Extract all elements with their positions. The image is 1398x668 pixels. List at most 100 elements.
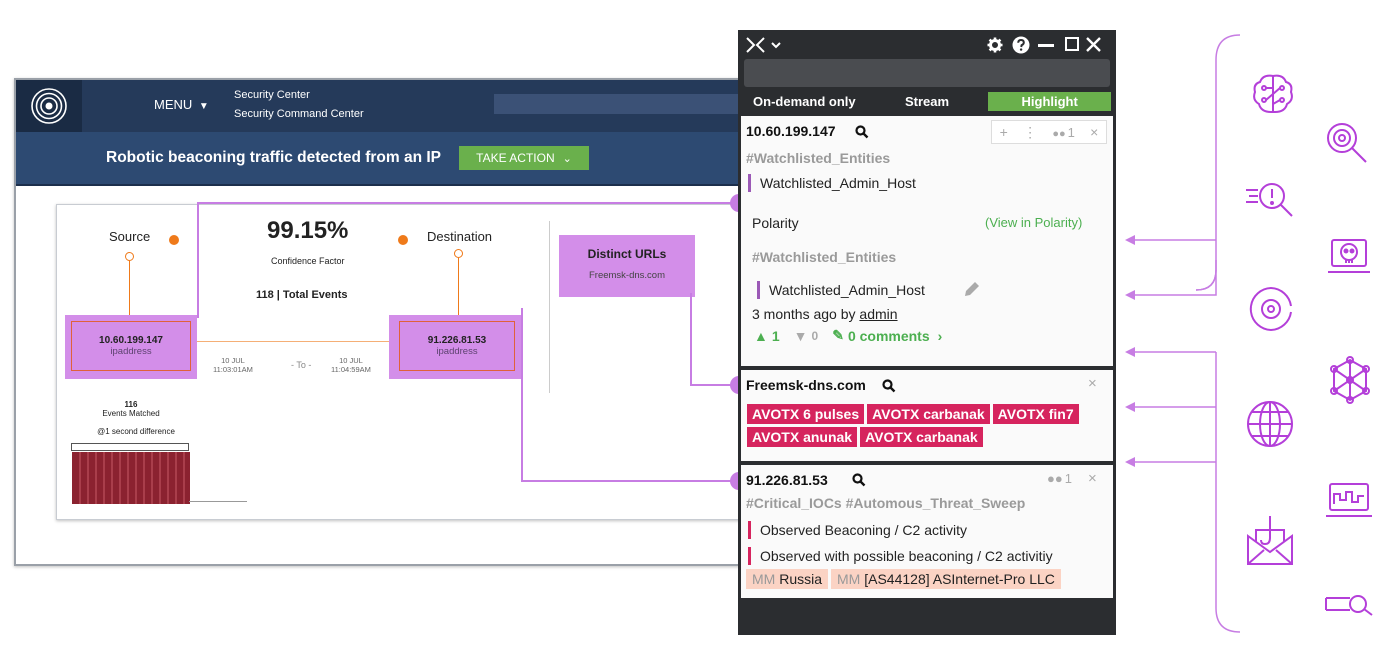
source-ip: 10.60.199.147 [99, 335, 163, 346]
search-icon[interactable] [852, 473, 866, 487]
overlay-titlebar [738, 30, 1116, 60]
minimize-icon[interactable] [1038, 44, 1054, 47]
annotation-author[interactable]: admin [859, 306, 898, 322]
ai-brain-icon [1253, 74, 1293, 113]
annotation-item: Observed Beaconing / C2 activity [748, 521, 967, 539]
histogram-scale [71, 443, 189, 451]
tag-pill[interactable]: AVOTX carbanak [860, 427, 983, 447]
tag-pill[interactable]: AVOTX 6 pulses [747, 404, 865, 424]
events-matched: 116 Events Matched [91, 400, 171, 418]
annotation-bar [748, 174, 751, 192]
maximize-icon[interactable] [1065, 37, 1079, 51]
annotation-text: Watchlisted_Admin_Host [760, 175, 916, 191]
close-icon[interactable]: × [1088, 470, 1097, 487]
polarity-logo-icon[interactable] [746, 36, 786, 54]
source-highlight [65, 315, 197, 379]
app-title-line1: Security Center [234, 89, 310, 101]
overlay-search-input[interactable] [744, 59, 1110, 87]
distinct-urls-title: Distinct URLs [587, 247, 667, 261]
integration-name: Polarity [752, 215, 799, 231]
user-count: 1 [1064, 471, 1072, 486]
total-events: 118 | Total Events [256, 289, 348, 301]
target-search-icon [1327, 123, 1367, 163]
view-in-polarity-link[interactable]: (View in Polarity) [985, 215, 1083, 230]
tab-highlight[interactable]: Highlight [988, 92, 1112, 111]
annotation-text: Observed Beaconing / C2 activity [760, 522, 967, 538]
destination-type: ipaddress [436, 346, 478, 357]
pencil-icon[interactable] [963, 280, 981, 298]
upvote-count: 1 [771, 327, 780, 344]
entity-title: 10.60.199.147 [746, 123, 836, 139]
card-toolbar: + ⋮ ●●1 × [991, 120, 1107, 144]
destination-pin [454, 249, 463, 258]
geo-tag[interactable]: MM [AS44128] ASInternet-Pro LLC [831, 569, 1061, 589]
plus-icon[interactable]: + [999, 124, 1008, 140]
comments-icon: ✎ [832, 327, 844, 343]
close-icon[interactable]: × [1088, 375, 1097, 392]
time-from: 10 JUL 11:03:01AM [213, 356, 253, 374]
target-logo-icon [31, 88, 67, 124]
annotation-text: Watchlisted_Admin_Host [769, 282, 925, 298]
menu-label: MENU [154, 97, 193, 112]
tag-line: #Watchlisted_Entities [746, 150, 891, 166]
global-search-input[interactable] [494, 94, 744, 114]
users-icon[interactable]: ●●1 [1052, 124, 1075, 140]
time-from-date: 10 JUL [221, 356, 245, 365]
confidence-value: 99.15% [267, 217, 349, 244]
events-matched-label: Events Matched [102, 409, 160, 418]
overlay-tabs: On-demand only Stream Highlight [743, 92, 1112, 111]
geo-country: Russia [779, 571, 823, 587]
distinct-urls-box[interactable]: Distinct URLs Freemsk-dns.com [559, 235, 695, 297]
time-to-date: 10 JUL [339, 356, 363, 365]
chevron-right-icon[interactable]: › [937, 327, 943, 344]
gear-icon[interactable] [987, 37, 1003, 53]
events-matched-count: 116 [124, 400, 138, 409]
annotation-item: Observed with possible beaconing / C2 ac… [748, 547, 1053, 565]
downvote-icon[interactable]: ▼ [793, 327, 808, 344]
tag-pill[interactable]: AVOTX anunak [747, 427, 858, 447]
more-options-icon[interactable]: ⋮ [1023, 123, 1038, 140]
top-navbar: MENU ▼ Security Center Security Command … [16, 80, 744, 132]
comments-link[interactable]: 0 comments [847, 327, 930, 344]
entity-card-ip-destination: 91.226.81.53 ●●1 × #Critical_IOCs #Autom… [741, 465, 1113, 598]
annotation-bar [757, 281, 760, 299]
alert-search-icon [1246, 183, 1293, 217]
source-label: Source [109, 229, 151, 244]
menu-button[interactable]: MENU ▼ [154, 97, 209, 112]
events-histogram [72, 452, 190, 504]
tag-pill[interactable]: AVOTX carbanak [867, 404, 990, 424]
phishing-email-icon [1247, 516, 1293, 565]
app-logo[interactable] [16, 80, 82, 132]
maxmind-prefix: MM [837, 571, 861, 587]
annotation-bar [748, 547, 751, 565]
monitoring-laptop-icon [1326, 483, 1372, 517]
close-icon[interactable] [1086, 37, 1101, 52]
geo-tag[interactable]: MM Russia [746, 569, 829, 589]
distinct-url: Freemsk-dns.com [588, 270, 665, 281]
tab-stream[interactable]: Stream [865, 92, 989, 111]
destination-ip: 91.226.81.53 [427, 335, 487, 346]
users-icon[interactable]: ●●1 [1047, 471, 1072, 486]
tag-pill[interactable]: AVOTX fin7 [992, 404, 1079, 424]
annotation-meta: 3 months ago by admin [752, 306, 898, 322]
histogram-axis [189, 501, 247, 502]
search-icon[interactable] [882, 379, 896, 393]
section-divider [549, 221, 550, 393]
close-icon[interactable]: × [1090, 124, 1099, 140]
tab-on-demand[interactable]: On-demand only [743, 92, 866, 111]
search-icon[interactable] [855, 125, 869, 139]
destination-ip-box[interactable]: 91.226.81.53 ipaddress [399, 321, 515, 371]
annotation-bar [748, 521, 751, 539]
timeline-line [197, 341, 389, 342]
second-difference: @1 second difference [97, 427, 175, 436]
source-ip-box[interactable]: 10.60.199.147 ipaddress [71, 321, 191, 371]
take-action-button[interactable]: TAKE ACTION ⌄ [459, 146, 589, 170]
help-icon[interactable] [1012, 36, 1030, 54]
upvote-icon[interactable]: ▲ [754, 327, 768, 344]
alert-banner: Robotic beaconing traffic detected from … [16, 132, 740, 186]
network-molecule-icon [1330, 356, 1370, 404]
destination-status-dot [398, 235, 408, 245]
annotation-time: 3 months ago by [752, 306, 856, 322]
source-pin [125, 252, 134, 261]
